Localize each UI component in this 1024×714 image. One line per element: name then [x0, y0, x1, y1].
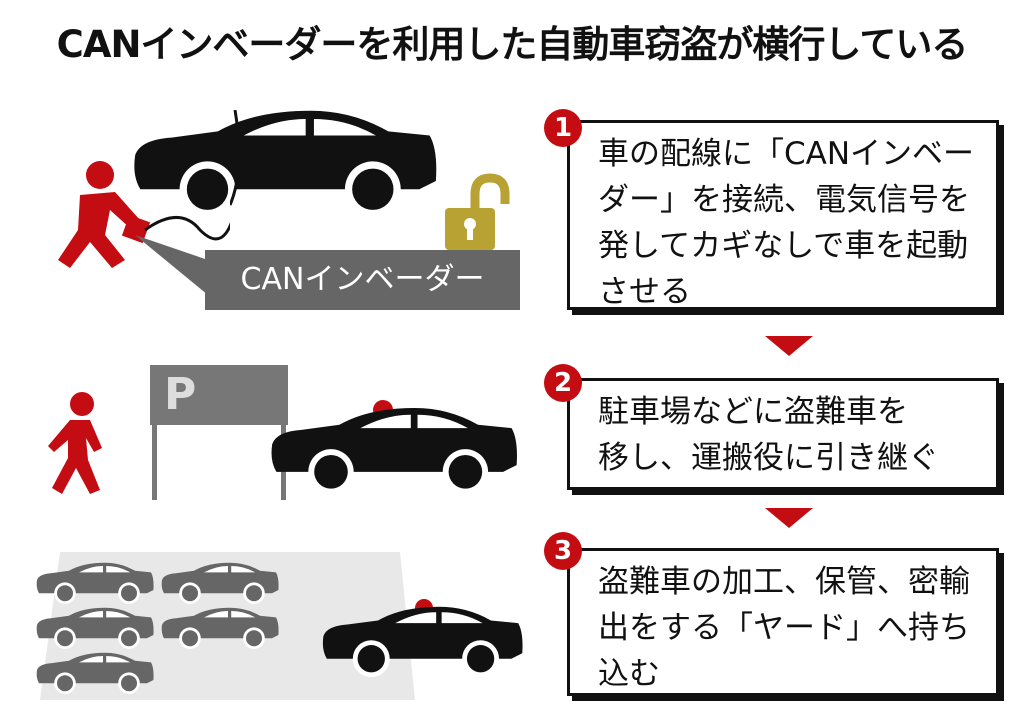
step-text-line: 発してカギなしで車を起動 — [598, 228, 969, 264]
step-3-badge: 3 — [544, 532, 582, 570]
callout-pointer — [135, 235, 208, 295]
running-person-icon — [48, 392, 102, 494]
person-plugging-icon — [58, 161, 230, 268]
step-3-box: 盗難車の加工、保管、密輸 出をする「ヤード」へ持ち 込む — [567, 548, 999, 696]
step-2-badge: 2 — [544, 364, 582, 402]
step-text-line: 込む — [598, 656, 660, 692]
parked-car-icon — [160, 560, 280, 608]
page-title: CANインベーダーを利用した自動車窃盗が横行している — [56, 23, 969, 66]
parking-sign: P — [150, 365, 288, 425]
parked-car-icon — [35, 650, 155, 698]
parked-car-icon — [35, 605, 155, 653]
step-text-line: 移し、運搬役に引き継ぐ — [598, 440, 939, 476]
down-arrow-icon — [765, 336, 813, 356]
step-text-line: 盗難車の加工、保管、密輸 — [598, 564, 970, 600]
parking-sign-letter: P — [164, 369, 197, 420]
step-text-line: 駐車場などに盗難車を — [598, 394, 908, 430]
step-1-box: 車の配線に「CANインベー ダー」を接続、電気信号を 発してカギなしで車を起動 … — [567, 120, 999, 310]
down-arrow-icon — [765, 508, 813, 528]
step-text-line: ダー」を接続、電気信号を — [598, 182, 970, 218]
step-2-box: 駐車場などに盗難車を 移し、運搬役に引き継ぐ — [567, 378, 999, 490]
car-icon — [320, 603, 525, 683]
sign-pole — [152, 425, 157, 500]
parked-car-icon — [35, 560, 155, 608]
unlocked-padlock-icon — [445, 173, 510, 250]
step-text-line: 車の配線に「CANインベー — [598, 136, 975, 172]
step-1-badge: 1 — [544, 109, 582, 147]
step-text-line: 出をする「ヤード」へ持ち — [598, 610, 970, 646]
parked-car-icon — [160, 605, 280, 653]
can-invader-label: CANインベーダー — [205, 250, 520, 310]
step-text-line: させる — [598, 274, 691, 310]
cable — [230, 110, 241, 206]
car-icon — [268, 405, 520, 500]
